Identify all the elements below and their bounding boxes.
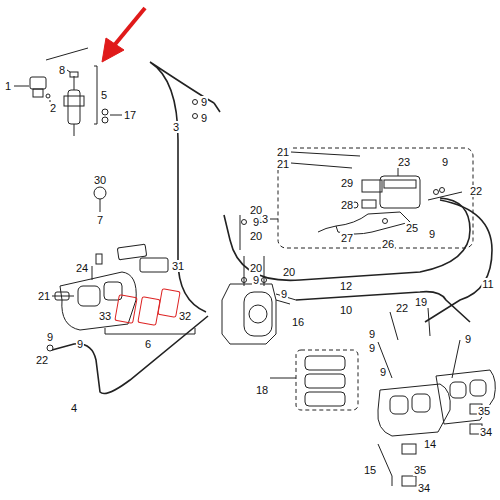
callout-number: 25	[405, 222, 419, 234]
callout-number: 9	[368, 342, 376, 354]
callout-number: 5	[100, 89, 108, 101]
callout-number: 20	[249, 204, 263, 216]
callout-number: 22	[35, 354, 49, 366]
callout-number: 21	[276, 158, 290, 170]
callout-number: 16	[291, 316, 305, 328]
callout-number: 9	[46, 331, 54, 343]
callout-number: 27	[340, 232, 354, 244]
callout-number: 9	[252, 274, 260, 286]
callout-number: 4	[70, 402, 78, 414]
callout-number: 20	[249, 230, 263, 242]
callout-number: 35	[477, 405, 491, 417]
callout-number: 9	[252, 216, 260, 228]
callout-number: 9	[200, 96, 208, 108]
callout-number: 1	[4, 80, 12, 92]
callout-number: 8	[58, 64, 66, 76]
callout-number: 21	[276, 146, 290, 158]
callout-number: 9	[76, 338, 84, 350]
callout-number: 30	[93, 174, 107, 186]
callout-number: 18	[255, 384, 269, 396]
callout-number: 3	[172, 121, 180, 133]
callout-number: 33	[98, 310, 112, 322]
callout-number: 34	[479, 426, 493, 438]
callout-number: 19	[414, 296, 428, 308]
callout-number: 20	[249, 262, 263, 274]
callout-number: 22	[469, 185, 483, 197]
callout-number: 6	[144, 338, 152, 350]
callout-number: 7	[96, 214, 104, 226]
callout-number: 26	[381, 238, 395, 250]
callout-number: 20	[282, 266, 296, 278]
callout-number: 10	[339, 304, 353, 316]
callout-number: 12	[339, 280, 353, 292]
callout-number: 14	[423, 438, 437, 450]
callout-number: 9	[428, 228, 436, 240]
callout-number: 34	[417, 482, 431, 494]
callout-number: 28	[340, 199, 354, 211]
callout-number: 9	[200, 112, 208, 124]
callout-number: 32	[178, 310, 192, 322]
callout-number: 22	[395, 302, 409, 314]
callout-number: 9	[379, 366, 387, 378]
callout-number: 35	[413, 464, 427, 476]
callout-number: 11	[481, 278, 494, 290]
callout-number: 9	[280, 288, 288, 300]
callout-number: 2	[49, 102, 57, 114]
callout-number: 23	[397, 156, 411, 168]
callout-number: 9	[368, 328, 376, 340]
callout-number: 24	[75, 262, 89, 274]
callout-number: 17	[123, 109, 137, 121]
callout-number: 9	[441, 156, 449, 168]
callout-number: 31	[171, 260, 185, 272]
callout-number: 29	[340, 177, 354, 189]
callout-number: 21	[37, 290, 51, 302]
callout-number: 15	[363, 464, 377, 476]
callout-number: 9	[464, 333, 472, 345]
